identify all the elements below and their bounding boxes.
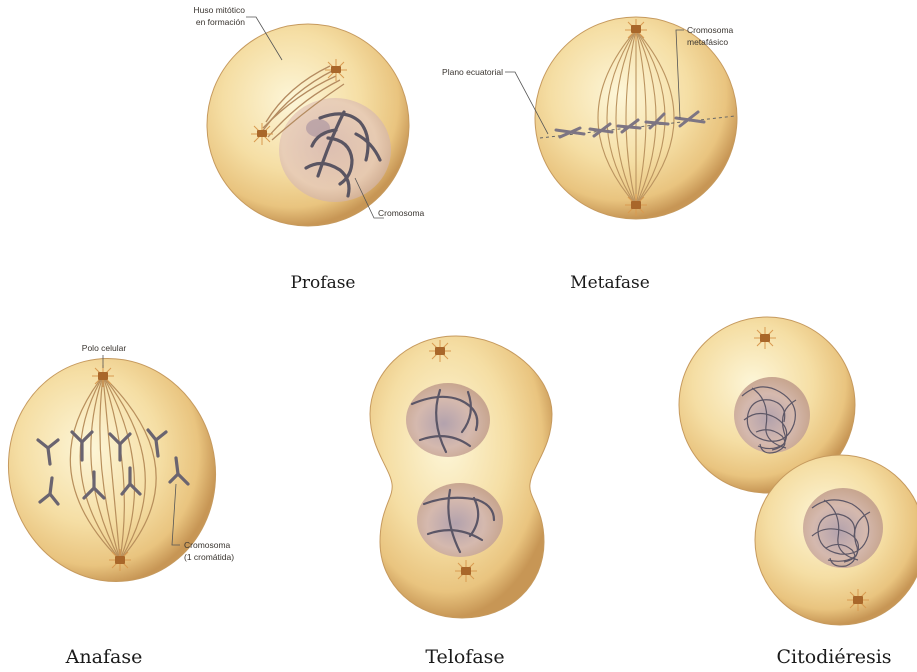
label-anaphase-chromosome-2: (1 cromátida) [184, 552, 234, 562]
centrosome-icon [625, 19, 647, 41]
centrosome-icon [109, 549, 131, 571]
centrosome-icon [847, 589, 869, 611]
phase-title-anafase: Anafase [65, 646, 143, 668]
centrosome-icon [754, 327, 776, 349]
citodieresis-nucleus-bottom [803, 488, 883, 568]
anafase-panel: Polo celular Cromosoma (1 cromátida) Ana… [0, 336, 239, 668]
label-chromosome: Cromosoma [378, 208, 425, 218]
metafase-panel: Plano ecuatorial Cromosoma metafásico Me… [442, 17, 737, 293]
phase-title-telofase: Telofase [425, 646, 504, 668]
label-spindle-forming: Huso mitótico [194, 5, 246, 15]
phase-title-citodieresis: Citodiéresis [776, 646, 891, 668]
centrosome-icon [251, 123, 273, 145]
label-metaphase-chromosome: Cromosoma [687, 25, 734, 35]
label-anaphase-chromosome: Cromosoma [184, 540, 231, 550]
phase-title-profase: Profase [290, 273, 355, 293]
centrosome-icon [429, 340, 451, 362]
citodieresis-panel: Citodiéresis [679, 317, 917, 668]
profase-panel: Huso mitótico en formación Cromosoma Pro… [194, 5, 425, 293]
label-equatorial-plane: Plano ecuatorial [442, 67, 503, 77]
phase-title-metafase: Metafase [570, 273, 650, 293]
label-spindle-forming-2: en formación [196, 17, 245, 27]
label-metaphase-chromosome-2: metafásico [687, 37, 728, 47]
centrosome-icon [455, 560, 477, 582]
telofase-panel: Telofase [370, 336, 552, 668]
telofase-nucleus-bottom [417, 483, 503, 557]
centrosome-icon [92, 365, 114, 387]
label-cell-pole: Polo celular [82, 343, 127, 353]
centrosome-icon [325, 59, 347, 81]
centrosome-icon [625, 194, 647, 216]
